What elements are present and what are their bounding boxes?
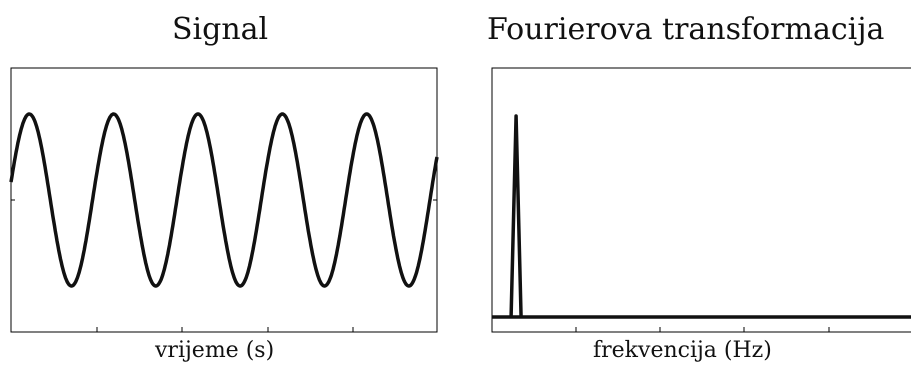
signal-plot-frame bbox=[10, 67, 438, 333]
fourier-xlabel: frekvencija (Hz) bbox=[593, 338, 772, 363]
fourier-peak bbox=[509, 114, 523, 318]
signal-ticks bbox=[11, 199, 437, 332]
signal-xlabel: vrijeme (s) bbox=[155, 338, 275, 363]
signal-line bbox=[9, 112, 439, 288]
signal-title: Signal bbox=[172, 12, 269, 47]
fourier-title: Fourierova transformacija bbox=[487, 12, 885, 47]
fourier-plot-frame bbox=[491, 67, 911, 333]
fourier-ticks bbox=[575, 327, 830, 332]
